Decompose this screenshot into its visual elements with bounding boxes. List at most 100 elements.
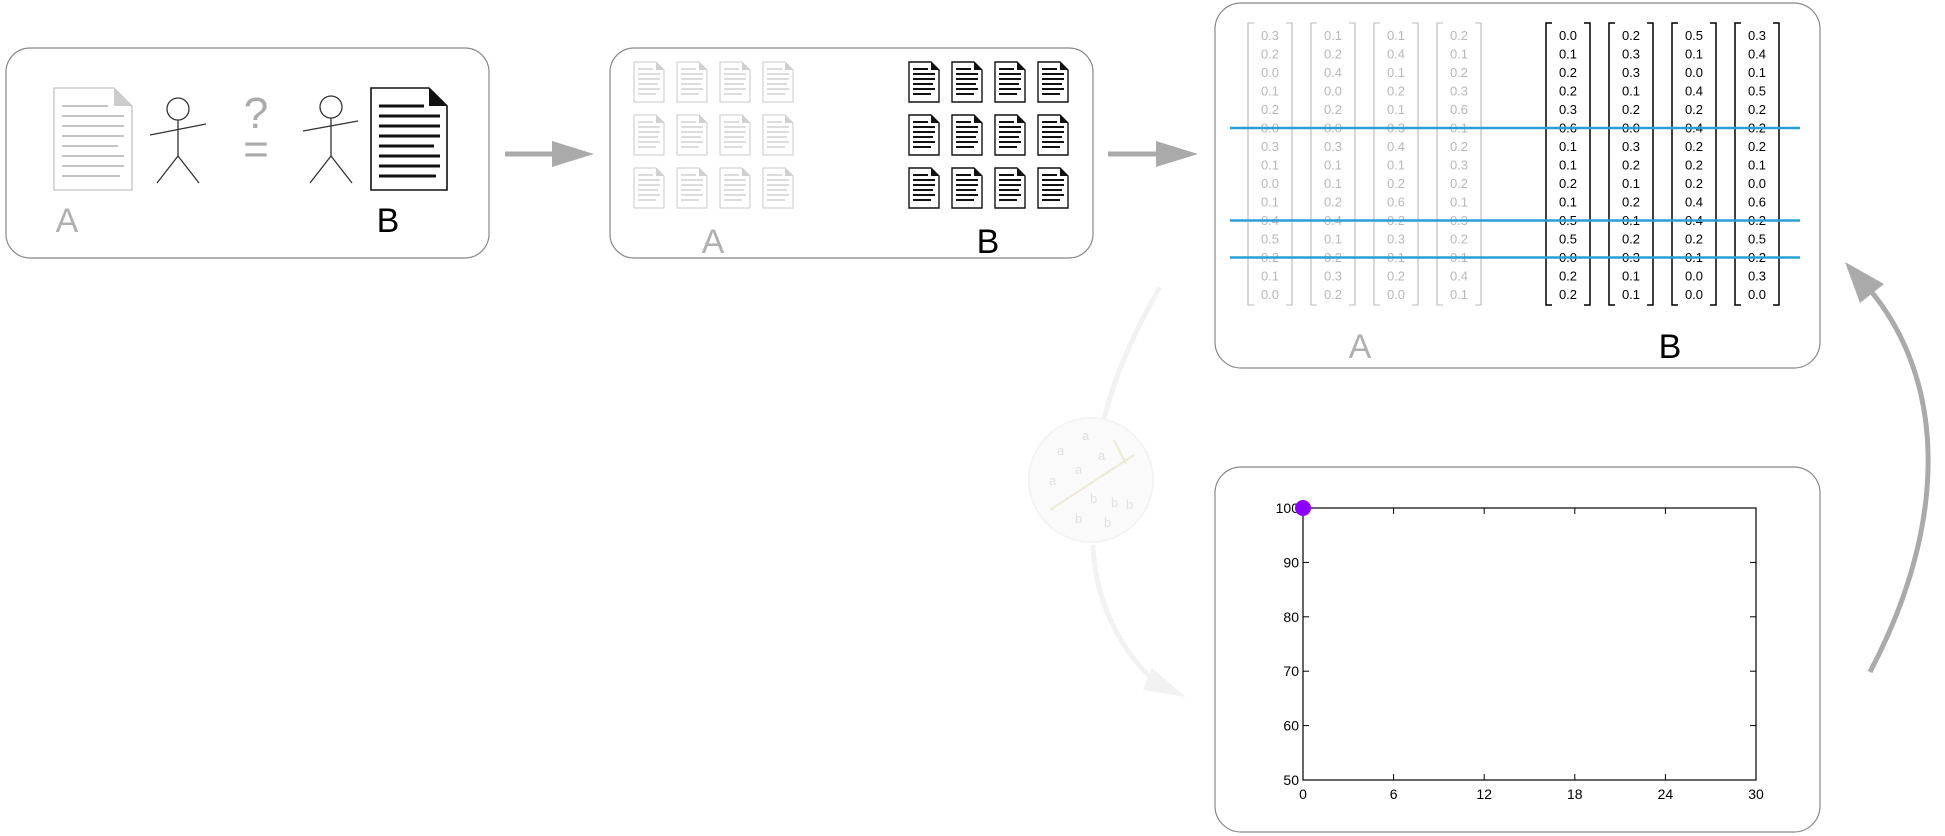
matrix-cell: 0.5 xyxy=(1748,84,1766,99)
document-icon xyxy=(951,61,983,103)
matrix-column: 0.00.10.20.20.30.60.10.10.20.10.50.50.00… xyxy=(1545,22,1591,306)
matrix-cell: 0.2 xyxy=(1387,269,1405,284)
matrix-cell: 0.6 xyxy=(1450,102,1468,117)
question-mark: ? xyxy=(244,89,268,138)
matrix-cell: 0.1 xyxy=(1622,287,1640,302)
matrix-column: 0.10.20.40.00.20.00.30.10.10.20.40.10.20… xyxy=(1310,22,1356,306)
matrix-cell: 0.0 xyxy=(1324,84,1342,99)
document-icon xyxy=(676,167,708,209)
matrix-cell: 0.3 xyxy=(1324,139,1342,154)
cluster-letter-a: a xyxy=(1075,462,1083,477)
matrix-cell: 0.1 xyxy=(1261,195,1279,210)
document-icon xyxy=(994,114,1026,156)
matrix-cell: 0.4 xyxy=(1324,65,1342,80)
matrix-cell: 0.2 xyxy=(1261,47,1279,62)
matrix-cell: 0.3 xyxy=(1261,139,1279,154)
matrix-cell: 0.3 xyxy=(1748,269,1766,284)
matrix-cell: 0.2 xyxy=(1685,139,1703,154)
matrix-b: 0.0 0.1 0.2 0.2 0.3 0.6 0.1 0.1 0.2 0.1 0.5 0.5 0.0 0… xyxy=(1545,22,1780,306)
matrix-cell: 0.3 xyxy=(1387,232,1405,247)
document-icon xyxy=(762,114,794,156)
matrix-cell: 0.3 xyxy=(1261,28,1279,43)
matrix-column: 0.30.20.00.10.20.00.30.10.00.10.40.50.20… xyxy=(1247,22,1293,306)
matrix-cell: 0.1 xyxy=(1261,269,1279,284)
matrix-cell: 0.2 xyxy=(1559,65,1577,80)
matrix-cell: 0.4 xyxy=(1685,84,1703,99)
matrix-cell: 0.4 xyxy=(1450,269,1468,284)
x-tick-label: 6 xyxy=(1390,786,1398,802)
matrix-cell: 0.0 xyxy=(1387,287,1405,302)
panel-annotators: ? = A B xyxy=(5,47,490,259)
matrix-cell: 0.0 xyxy=(1685,287,1703,302)
matrix-cell: 0.0 xyxy=(1261,287,1279,302)
matrix-cell: 0.1 xyxy=(1387,158,1405,173)
cluster-letter-b: b xyxy=(1126,497,1133,512)
matrix-cell: 0.1 xyxy=(1559,195,1577,210)
matrix-cell: 0.1 xyxy=(1622,84,1640,99)
document-icon xyxy=(719,61,751,103)
matrix-cell: 0.1 xyxy=(1748,65,1766,80)
matrix-cell: 0.2 xyxy=(1450,139,1468,154)
matrix-cell: 0.0 xyxy=(1748,287,1766,302)
matrix-cell: 0.2 xyxy=(1685,102,1703,117)
chart-series xyxy=(1295,500,1311,516)
matrix-cell: 0.6 xyxy=(1748,195,1766,210)
label-b: B xyxy=(977,223,1000,261)
matrix-cell: 0.2 xyxy=(1622,195,1640,210)
matrix-cell: 0.2 xyxy=(1559,176,1577,191)
matrix-cell: 0.1 xyxy=(1324,232,1342,247)
matrix-cell: 0.1 xyxy=(1261,84,1279,99)
y-tick-label: 90 xyxy=(1283,554,1299,570)
matrix-cell: 0.3 xyxy=(1324,269,1342,284)
cluster-letter-b: b xyxy=(1104,515,1111,530)
x-tick-label: 12 xyxy=(1476,786,1492,802)
matrix-cell: 0.1 xyxy=(1324,176,1342,191)
matrix-cell: 0.0 xyxy=(1748,176,1766,191)
matrix-cell: 0.1 xyxy=(1622,176,1640,191)
document-icon xyxy=(951,114,983,156)
cluster-letter-b: b xyxy=(1075,511,1082,526)
document-icon xyxy=(908,167,940,209)
matrix-cell: 0.1 xyxy=(1559,158,1577,173)
matrix-cell: 0.2 xyxy=(1685,158,1703,173)
arrow-right-icon xyxy=(505,141,594,167)
matrix-cell: 0.1 xyxy=(1622,269,1640,284)
matrix-cell: 0.1 xyxy=(1450,195,1468,210)
matrix-cell: 0.0 xyxy=(1559,28,1577,43)
matrix-cell: 0.1 xyxy=(1261,158,1279,173)
cluster-letter-a: a xyxy=(1049,473,1057,488)
document-a-icon xyxy=(53,87,133,191)
matrix-cell: 0.5 xyxy=(1559,232,1577,247)
matrix-cell: 0.2 xyxy=(1450,232,1468,247)
matrix-cell: 0.1 xyxy=(1324,158,1342,173)
matrix-cell: 0.2 xyxy=(1324,287,1342,302)
equals-sign: = xyxy=(243,125,269,174)
y-tick-label: 70 xyxy=(1283,663,1299,679)
matrix-cell: 0.0 xyxy=(1261,176,1279,191)
matrix-cell: 0.2 xyxy=(1324,47,1342,62)
matrix-cell: 0.2 xyxy=(1387,84,1405,99)
document-icon xyxy=(908,114,940,156)
person-icon xyxy=(302,95,359,184)
matrix-cell: 0.2 xyxy=(1748,102,1766,117)
cluster-letter-a: a xyxy=(1057,443,1065,458)
matrix-cell: 0.1 xyxy=(1387,65,1405,80)
cluster-letter-a: a xyxy=(1082,428,1090,443)
matrix-cell: 0.2 xyxy=(1622,232,1640,247)
cluster-letter-b: b xyxy=(1111,495,1118,510)
matrix-cell: 0.0 xyxy=(1261,65,1279,80)
matrix-cell: 0.1 xyxy=(1324,28,1342,43)
panel-embedding-matrices: 0.30.20.00.10.20.00.30.10.00.10.40.50.20… xyxy=(1214,2,1821,369)
panel-document-collections: A B xyxy=(609,47,1094,261)
y-tick-label: 50 xyxy=(1283,772,1299,788)
matrix-cell: 0.2 xyxy=(1450,176,1468,191)
matrix-cell: 0.2 xyxy=(1324,195,1342,210)
matrix-cell: 0.3 xyxy=(1450,84,1468,99)
matrix-cell: 0.1 xyxy=(1559,139,1577,154)
matrix-cell: 0.6 xyxy=(1387,195,1405,210)
y-tick-label: 100 xyxy=(1276,500,1300,516)
